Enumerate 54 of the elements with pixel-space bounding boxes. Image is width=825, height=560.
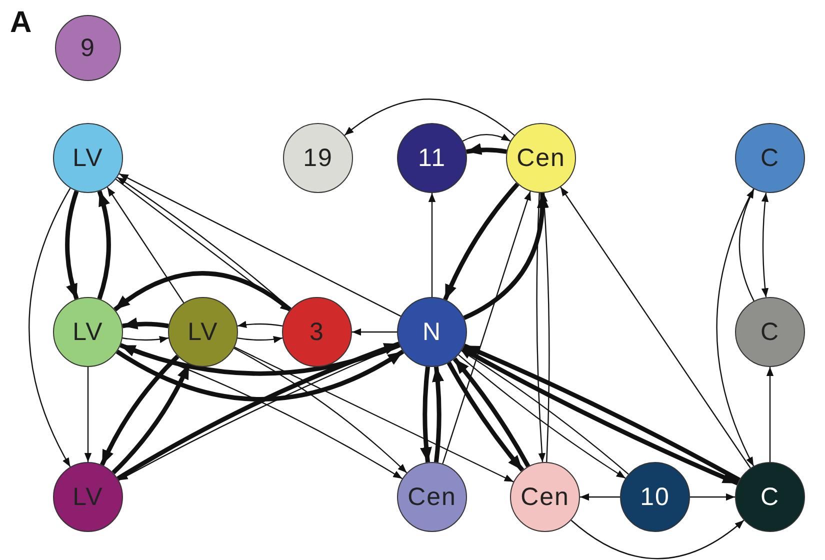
arrow — [690, 493, 735, 501]
arrow — [122, 318, 169, 330]
arrow — [580, 493, 620, 501]
arrow — [420, 366, 432, 462]
arrow — [114, 271, 292, 312]
arrow — [452, 357, 530, 468]
arrow — [116, 350, 404, 402]
arrow — [462, 134, 511, 142]
arrow — [106, 186, 184, 304]
arrow — [122, 336, 169, 343]
arrow — [234, 348, 408, 474]
arrow — [432, 366, 444, 462]
arrow — [352, 328, 397, 336]
node-circle: C — [735, 123, 805, 193]
arrow — [428, 193, 436, 297]
arrow — [570, 520, 744, 560]
arrow — [442, 191, 531, 464]
arrow — [28, 188, 71, 468]
node-circle: LV — [168, 297, 238, 367]
node-circle: 3 — [282, 297, 352, 367]
node-circle: C — [735, 297, 805, 367]
node-circle: Cen — [397, 462, 467, 532]
node-circle: 10 — [620, 462, 690, 532]
arrow — [761, 192, 769, 298]
node-circle: C — [735, 462, 805, 532]
node-circle: Cen — [506, 123, 576, 193]
node-circle: Cen — [510, 462, 580, 532]
node-circle: 19 — [283, 123, 353, 193]
arrow — [97, 190, 111, 300]
arrow — [118, 173, 402, 317]
node-circle: 9 — [55, 15, 121, 81]
arrow — [234, 346, 514, 482]
arrow — [344, 98, 515, 136]
arrow — [463, 192, 548, 320]
arrow — [100, 354, 180, 466]
arrow — [766, 367, 774, 462]
arrow — [120, 343, 400, 376]
node-circle: LV — [53, 123, 123, 193]
node-circle: LV — [53, 462, 123, 532]
node-circle: N — [397, 297, 467, 367]
arrow — [443, 182, 520, 300]
arrow — [84, 367, 92, 462]
arrow — [738, 188, 754, 302]
node-circle: 11 — [397, 123, 467, 193]
arrow — [446, 362, 524, 472]
arrow — [560, 186, 751, 468]
arrow — [536, 192, 546, 462]
node-circle: LV — [53, 297, 123, 367]
arrow — [237, 320, 283, 328]
arrow — [237, 336, 283, 344]
panel-letter: A — [10, 6, 32, 40]
arrow — [716, 188, 754, 466]
arrow — [65, 190, 79, 300]
arrow — [466, 143, 507, 156]
